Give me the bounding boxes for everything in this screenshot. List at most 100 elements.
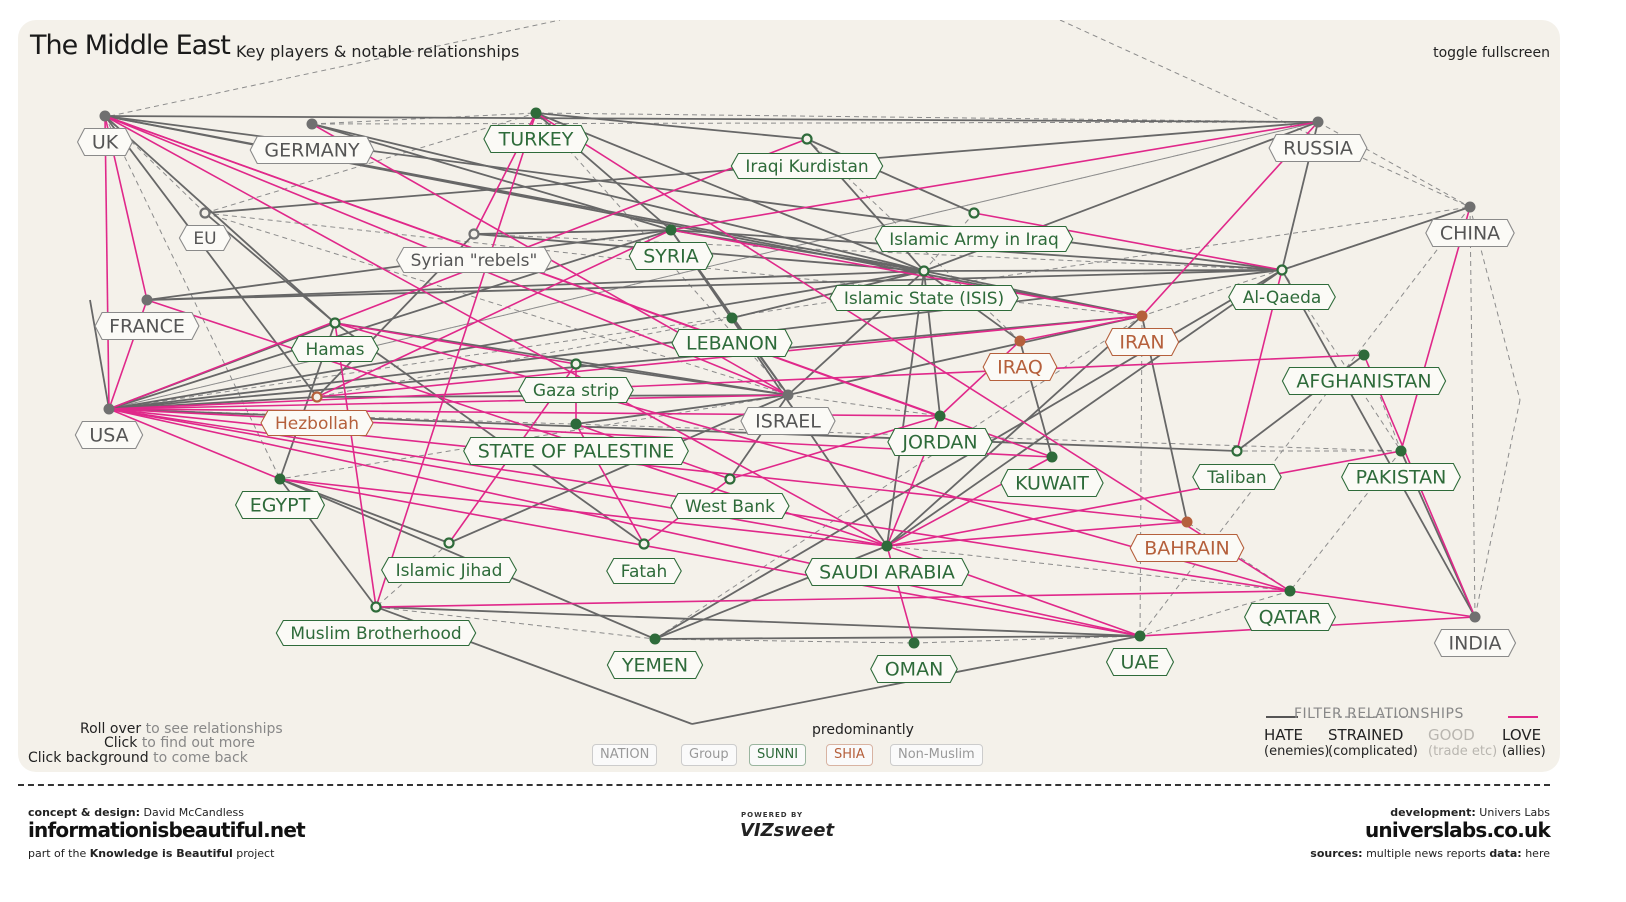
node-iran[interactable]: IRAN [1104, 310, 1180, 357]
node-dot-syria[interactable] [665, 224, 677, 236]
fullscreen-toggle[interactable]: toggle fullscreen [1433, 45, 1550, 61]
node-qatar[interactable]: QATAR [1243, 585, 1337, 632]
node-tag-israel[interactable] [740, 406, 836, 436]
node-eu[interactable]: EU [178, 207, 232, 252]
node-tag-saudi[interactable] [804, 557, 970, 587]
node-dot-egypt[interactable] [274, 473, 286, 485]
node-fatah[interactable]: Fatah [606, 538, 682, 585]
node-gaza[interactable]: Gaza strip [518, 358, 634, 404]
node-india[interactable]: INDIA [1433, 611, 1517, 658]
node-germany[interactable]: GERMANY [249, 118, 375, 165]
node-tag-afghanistan[interactable] [1281, 366, 1447, 396]
part-of-name[interactable]: Knowledge is Beautiful [89, 847, 233, 860]
node-dot-turkey[interactable] [530, 107, 542, 119]
node-tag-isis[interactable] [829, 284, 1019, 312]
node-label-kuwait[interactable]: KUWAIT [1015, 473, 1089, 495]
node-label-saudi[interactable]: SAUDI ARABIA [819, 562, 955, 584]
node-tag-fatah[interactable] [606, 557, 682, 585]
node-label-pakistan[interactable]: PAKISTAN [1356, 467, 1447, 489]
node-tag-westbank[interactable] [670, 492, 790, 520]
node-label-egypt[interactable]: EGYPT [250, 495, 311, 517]
node-dot-qatar[interactable] [1284, 585, 1296, 597]
node-tag-france[interactable] [94, 311, 200, 341]
node-uk[interactable]: UK [76, 110, 134, 157]
node-jordan[interactable]: JORDAN [887, 410, 993, 457]
node-dot-uae[interactable] [1134, 630, 1146, 642]
node-label-france[interactable]: FRANCE [109, 316, 185, 338]
node-tag-russia[interactable] [1268, 133, 1368, 163]
node-pakistan[interactable]: PAKISTAN [1341, 445, 1461, 492]
legend-chip-nonmuslim[interactable]: Non-Muslim [890, 744, 983, 766]
node-label-qatar[interactable]: QATAR [1259, 607, 1322, 629]
node-label-syria[interactable]: SYRIA [643, 246, 698, 268]
node-dot-afghanistan[interactable] [1358, 349, 1370, 361]
node-uae[interactable]: UAE [1105, 630, 1175, 677]
node-label-jihad[interactable]: Islamic Jihad [396, 561, 503, 581]
data-link[interactable]: here [1525, 847, 1550, 860]
node-rebels[interactable]: Syrian "rebels" [396, 228, 552, 274]
node-label-rebels[interactable]: Syrian "rebels" [411, 251, 538, 271]
node-tag-kuwait[interactable] [1000, 468, 1104, 498]
node-label-afghanistan[interactable]: AFGHANISTAN [1296, 371, 1431, 393]
node-label-uae[interactable]: UAE [1121, 652, 1160, 674]
relationship-network[interactable]: UK GERMANY TURKEY Iraqi Kurdistan RUSSIA EU Sy… [18, 20, 1560, 772]
filter-hate[interactable]: HATE (enemies) [1264, 726, 1329, 759]
node-tag-oman[interactable] [870, 654, 958, 684]
node-tag-bahrain[interactable] [1129, 533, 1245, 563]
node-label-alqaeda[interactable]: Al-Qaeda [1243, 288, 1322, 308]
node-tag-palestine[interactable] [463, 436, 689, 466]
node-tag-alqaeda[interactable] [1228, 283, 1336, 311]
node-dot-hamas[interactable] [329, 317, 341, 329]
node-dot-westbank[interactable] [724, 473, 736, 485]
node-label-israel[interactable]: ISRAEL [755, 411, 821, 433]
node-israel[interactable]: ISRAEL [740, 389, 836, 436]
node-taliban[interactable]: Taliban [1192, 445, 1282, 491]
node-alqaeda[interactable]: Al-Qaeda [1228, 264, 1336, 311]
node-tag-pakistan[interactable] [1341, 462, 1461, 492]
node-label-jordan[interactable]: JORDAN [901, 432, 977, 454]
node-tag-jordan[interactable] [887, 427, 993, 457]
node-tag-jihad[interactable] [380, 556, 518, 584]
node-brotherhood[interactable]: Muslim Brotherhood [275, 601, 477, 647]
node-dot-germany[interactable] [306, 118, 318, 130]
graph-panel[interactable]: UK GERMANY TURKEY Iraqi Kurdistan RUSSIA EU Sy… [18, 20, 1560, 772]
node-china[interactable]: CHINA [1425, 201, 1515, 248]
node-label-gaza[interactable]: Gaza strip [533, 381, 619, 401]
node-dot-iraq[interactable] [1014, 335, 1026, 347]
node-dot-isis[interactable] [918, 265, 930, 277]
node-dot-russia[interactable] [1312, 116, 1324, 128]
node-palestine[interactable]: STATE OF PALESTINE [463, 418, 689, 466]
node-tag-germany[interactable] [249, 135, 375, 165]
node-dot-kuwait[interactable] [1046, 451, 1058, 463]
node-hezbollah[interactable]: Hezbollah [260, 391, 374, 437]
node-label-iai[interactable]: Islamic Army in Iraq [889, 230, 1059, 250]
node-label-germany[interactable]: GERMANY [264, 140, 360, 162]
node-dot-bahrain[interactable] [1181, 516, 1193, 528]
filter-love[interactable]: LOVE (allies) [1502, 726, 1546, 759]
node-dot-jihad[interactable] [443, 537, 455, 549]
node-dot-india[interactable] [1469, 611, 1481, 623]
node-dot-rebels[interactable] [468, 228, 480, 240]
node-egypt[interactable]: EGYPT [234, 473, 326, 520]
node-label-usa[interactable]: USA [89, 425, 128, 447]
node-tag-china[interactable] [1425, 218, 1515, 248]
node-bahrain[interactable]: BAHRAIN [1129, 516, 1245, 563]
filter-good[interactable]: GOOD (trade etc) [1428, 726, 1497, 759]
node-label-taliban[interactable]: Taliban [1206, 468, 1266, 488]
node-label-bahrain[interactable]: BAHRAIN [1144, 538, 1230, 560]
node-tag-hamas[interactable] [290, 335, 380, 363]
node-russia[interactable]: RUSSIA [1268, 116, 1368, 163]
node-dot-jordan[interactable] [934, 410, 946, 422]
node-tag-egypt[interactable] [234, 490, 326, 520]
node-label-kurdistan[interactable]: Iraqi Kurdistan [745, 157, 868, 177]
filter-strained[interactable]: STRAINED (complicated) [1328, 726, 1418, 759]
iib-site-link[interactable]: informationisbeautiful.net [28, 818, 306, 842]
node-label-brotherhood[interactable]: Muslim Brotherhood [290, 624, 461, 644]
node-tag-uk[interactable] [76, 127, 134, 157]
legend-chip-sunni[interactable]: SUNNI [749, 744, 807, 766]
node-dot-eu[interactable] [199, 207, 211, 219]
node-label-turkey[interactable]: TURKEY [498, 129, 574, 151]
node-dot-alqaeda[interactable] [1276, 264, 1288, 276]
node-label-eu[interactable]: EU [193, 229, 216, 249]
node-westbank[interactable]: West Bank [670, 473, 790, 520]
